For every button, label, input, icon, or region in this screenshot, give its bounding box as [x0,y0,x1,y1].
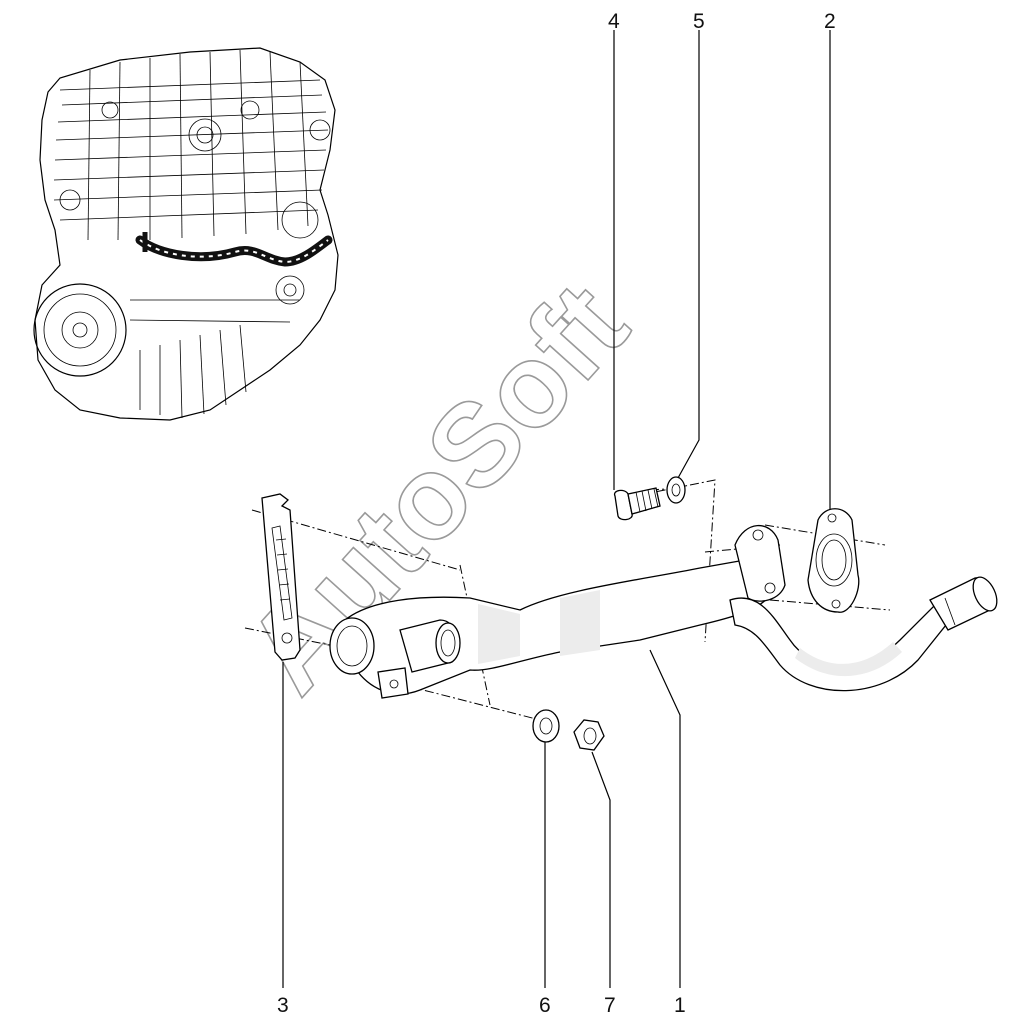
bolt-icon [613,487,661,521]
nut-icon [573,719,605,751]
washer-icon [532,709,560,743]
label-2: 2 [824,10,836,33]
gasket-icon [807,508,860,613]
label-5: 5 [693,10,705,33]
coolant-pipe-icon [329,524,998,699]
engine-overview-icon [33,47,339,421]
leader-lines [282,30,831,988]
label-6: 6 [539,994,551,1017]
label-3: 3 [277,994,289,1017]
label-1: 1 [674,994,686,1017]
label-4: 4 [608,10,620,33]
washer-icon [666,476,686,504]
label-7: 7 [604,994,616,1017]
bracket-icon [261,493,301,661]
